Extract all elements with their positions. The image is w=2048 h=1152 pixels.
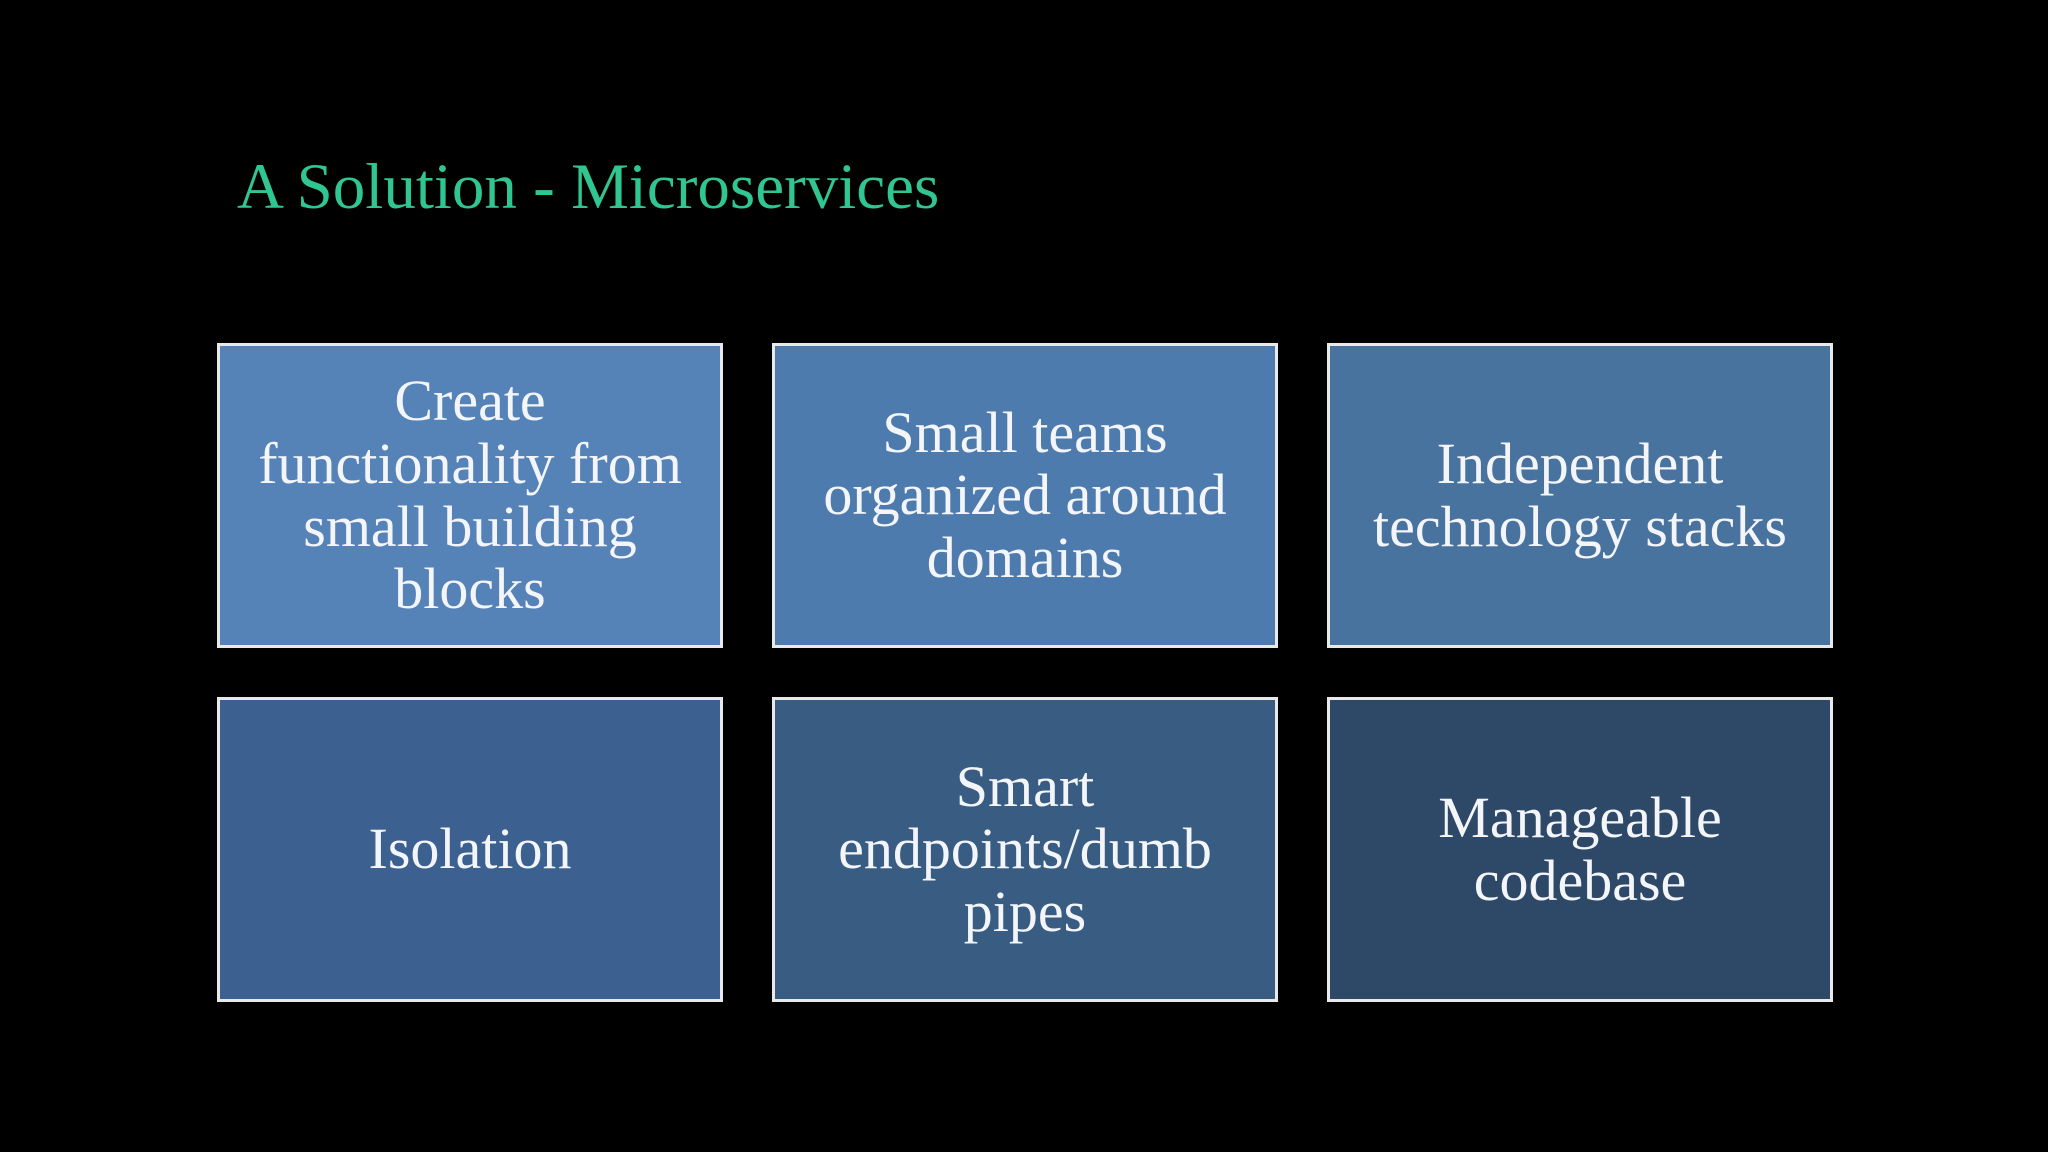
content-box-independent-stacks: Independent technology stacks bbox=[1327, 343, 1833, 648]
content-box-create-functionality: Create functionality from small building… bbox=[217, 343, 723, 648]
content-box-manageable-codebase: Manageable codebase bbox=[1327, 697, 1833, 1002]
content-box-label: Small teams organized around domains bbox=[823, 399, 1227, 590]
slide-title: A Solution - Microservices bbox=[237, 151, 940, 223]
content-box-label: Create functionality from small building… bbox=[258, 368, 682, 622]
content-box-label: Smart endpoints/dumb pipes bbox=[838, 753, 1212, 944]
content-box-label: Manageable codebase bbox=[1438, 784, 1722, 913]
content-box-smart-endpoints: Smart endpoints/dumb pipes bbox=[772, 697, 1278, 1002]
content-box-label: Independent technology stacks bbox=[1373, 430, 1787, 559]
content-box-isolation: Isolation bbox=[217, 697, 723, 1002]
content-box-small-teams: Small teams organized around domains bbox=[772, 343, 1278, 648]
benefits-grid: Create functionality from small building… bbox=[217, 343, 1833, 1002]
content-box-label: Isolation bbox=[368, 816, 572, 882]
